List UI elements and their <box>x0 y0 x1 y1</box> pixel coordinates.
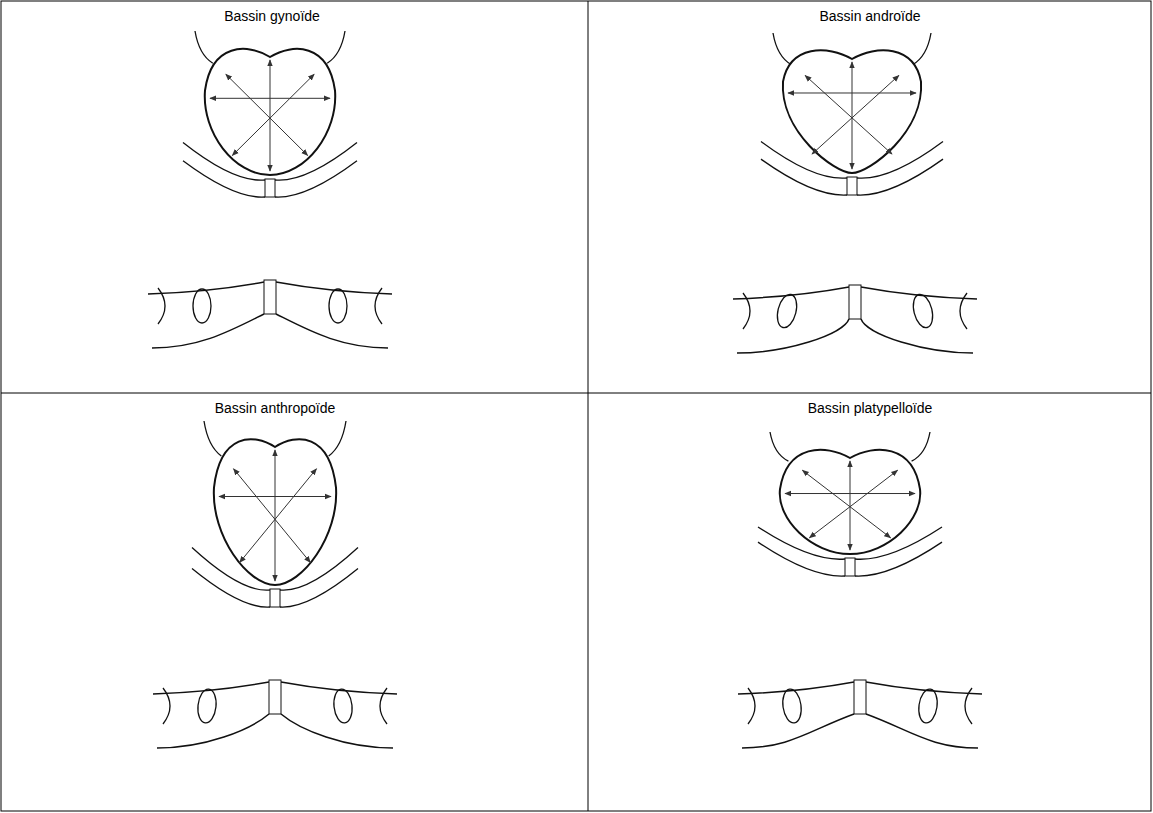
acetabulum <box>965 688 972 724</box>
superior-ramus <box>153 682 269 694</box>
pelvic-inlet <box>192 421 358 607</box>
inferior-ramus <box>866 714 978 748</box>
arch-side <box>153 682 269 748</box>
inferior-ramus <box>742 714 854 748</box>
obturator-foramen <box>910 292 936 329</box>
acetabulum <box>375 288 382 324</box>
pubic-symphysis <box>265 179 275 197</box>
acetabulum <box>163 688 170 724</box>
diameter-arrow <box>226 74 308 155</box>
arch-side <box>148 282 264 348</box>
iliac-line <box>770 432 788 461</box>
cell-heading: Bassin anthropoïde <box>215 400 336 416</box>
inlet-outline <box>214 439 336 585</box>
diameter-arrow <box>809 470 897 538</box>
inlet-outline <box>205 49 335 175</box>
iliac-line <box>327 31 345 63</box>
pubic-symphysis <box>847 177 857 195</box>
diameter-arrow <box>805 75 892 154</box>
inferior-ramus <box>861 319 973 353</box>
iliac-line <box>329 421 346 456</box>
obturator-foramen <box>196 688 217 724</box>
pubic-symphysis <box>849 285 861 319</box>
diameter-arrow <box>852 62 853 169</box>
iliac-line <box>195 31 213 63</box>
inferior-ramus <box>281 714 393 748</box>
obturator-foramen <box>774 292 800 329</box>
iliac-line <box>913 33 931 65</box>
pubic-symphysis <box>269 680 281 714</box>
pubic-arch <box>733 285 977 353</box>
arch-side <box>276 282 392 348</box>
pubic-arch <box>738 680 982 748</box>
inlet-outline <box>783 50 921 173</box>
arch-side <box>281 682 397 748</box>
obturator-foramen <box>781 688 804 724</box>
pubic-symphysis <box>854 680 866 714</box>
diameter-arrow <box>240 469 317 563</box>
acetabulum <box>380 688 387 724</box>
diameter-arrow <box>812 75 899 154</box>
superior-ramus <box>861 287 977 299</box>
superior-ramus <box>281 682 397 694</box>
arch-side <box>733 287 849 353</box>
obturator-foramen <box>917 688 940 724</box>
acetabulum <box>748 688 755 724</box>
acetabulum <box>743 293 750 329</box>
pubic-arch <box>153 680 397 748</box>
pubic-arch <box>148 280 392 348</box>
superior-ramus <box>148 282 264 294</box>
iliac-line <box>204 421 221 456</box>
diameter-arrow <box>234 469 311 563</box>
diameter-arrow <box>275 450 276 581</box>
cell-heading: Bassin gynoïde <box>224 8 320 24</box>
diameter-arrow <box>270 60 271 171</box>
pelvic-inlet <box>758 432 942 576</box>
pelvic-inlet <box>761 33 943 195</box>
arch-side <box>861 287 977 353</box>
acetabulum <box>158 288 165 324</box>
diameter-arrow <box>232 74 314 155</box>
obturator-foramen <box>332 688 353 724</box>
obturator-foramen <box>193 289 211 323</box>
obturator-foramen <box>329 289 347 323</box>
superior-ramus <box>733 287 849 299</box>
pelvic-inlet <box>183 31 357 197</box>
diameter-arrow <box>850 461 851 550</box>
pubic-symphysis <box>270 589 280 607</box>
cell-heading: Bassin androïde <box>819 8 920 24</box>
pubic-symphysis <box>264 280 276 314</box>
inferior-ramus <box>737 319 849 353</box>
acetabulum <box>960 293 967 329</box>
superior-ramus <box>276 282 392 294</box>
iliac-line <box>773 33 791 65</box>
inferior-ramus <box>157 714 269 748</box>
pubic-symphysis <box>845 558 855 576</box>
diameter-arrow <box>802 470 890 538</box>
arch-side <box>738 682 854 748</box>
iliac-line <box>912 432 930 461</box>
table-rule <box>1 393 1151 394</box>
inlet-outline <box>780 450 920 554</box>
cell-heading: Bassin platypelloïde <box>808 400 933 416</box>
table-rule <box>588 1 589 811</box>
arch-side <box>866 682 982 748</box>
